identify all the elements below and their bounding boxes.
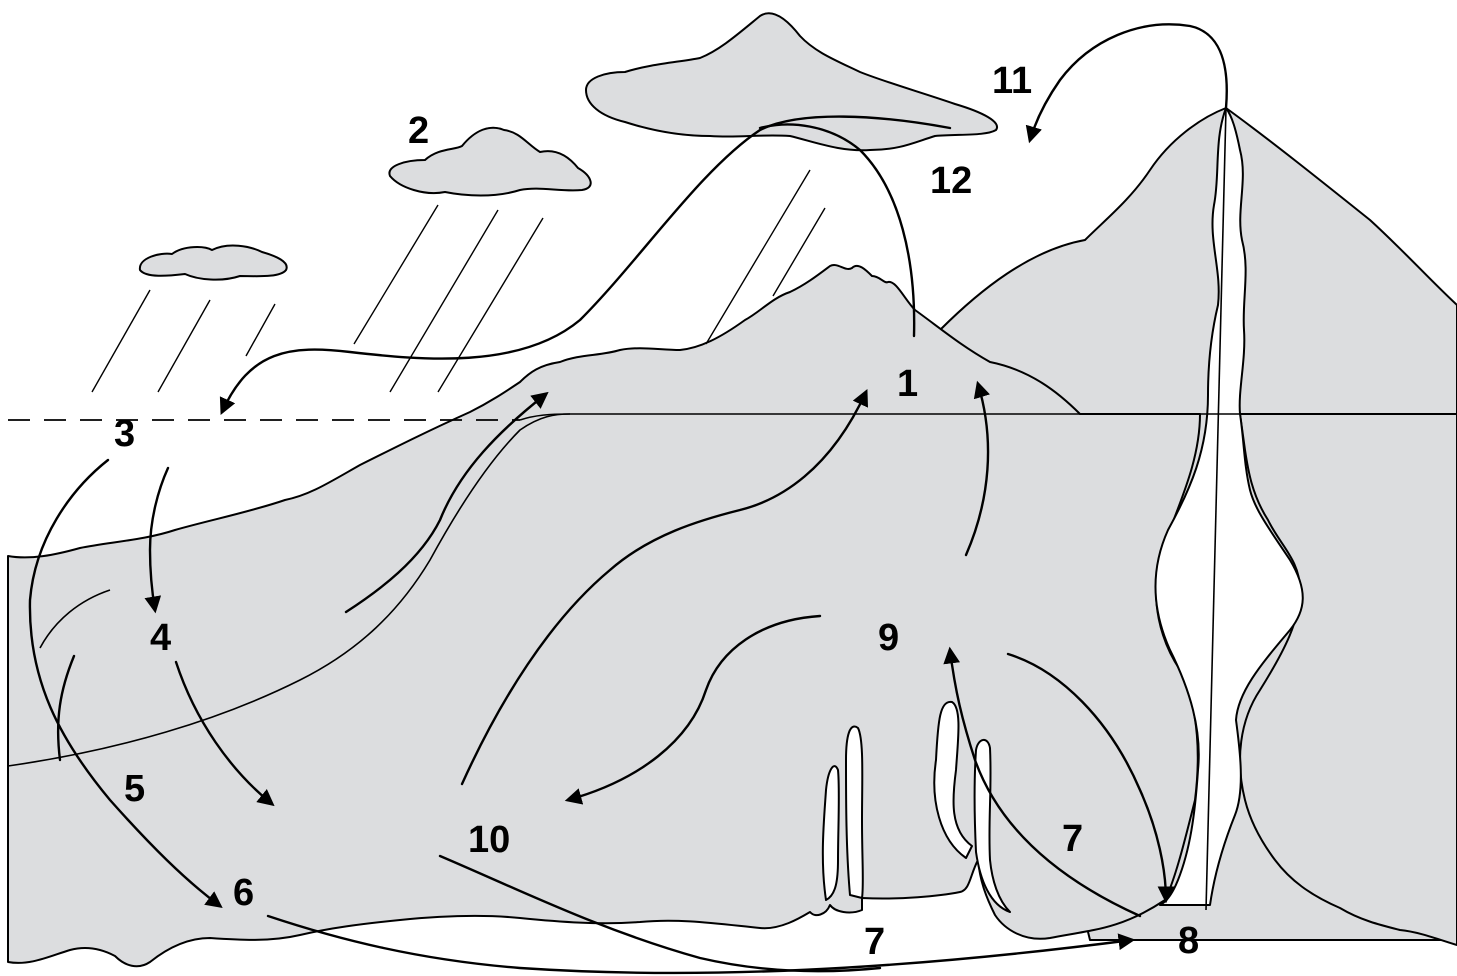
label-2: 2 [408, 110, 429, 152]
label-8: 8 [1178, 920, 1199, 962]
cloud-small [140, 246, 287, 280]
intrusion-dike-2 [846, 727, 863, 898]
label-5: 5 [124, 768, 145, 810]
label-12: 12 [930, 160, 972, 202]
label-11: 11 [992, 60, 1032, 102]
label-7-bottom: 7 [864, 921, 885, 963]
label-6: 6 [233, 872, 254, 914]
rain-medium-cloud [354, 205, 543, 392]
label-10: 10 [468, 819, 510, 861]
label-9: 9 [878, 617, 899, 659]
rain-small-cloud [92, 290, 275, 392]
label-7-right: 7 [1062, 818, 1083, 860]
cloud-large [586, 13, 997, 150]
label-4: 4 [150, 617, 171, 659]
label-1: 1 [897, 363, 918, 405]
label-3: 3 [114, 413, 135, 455]
